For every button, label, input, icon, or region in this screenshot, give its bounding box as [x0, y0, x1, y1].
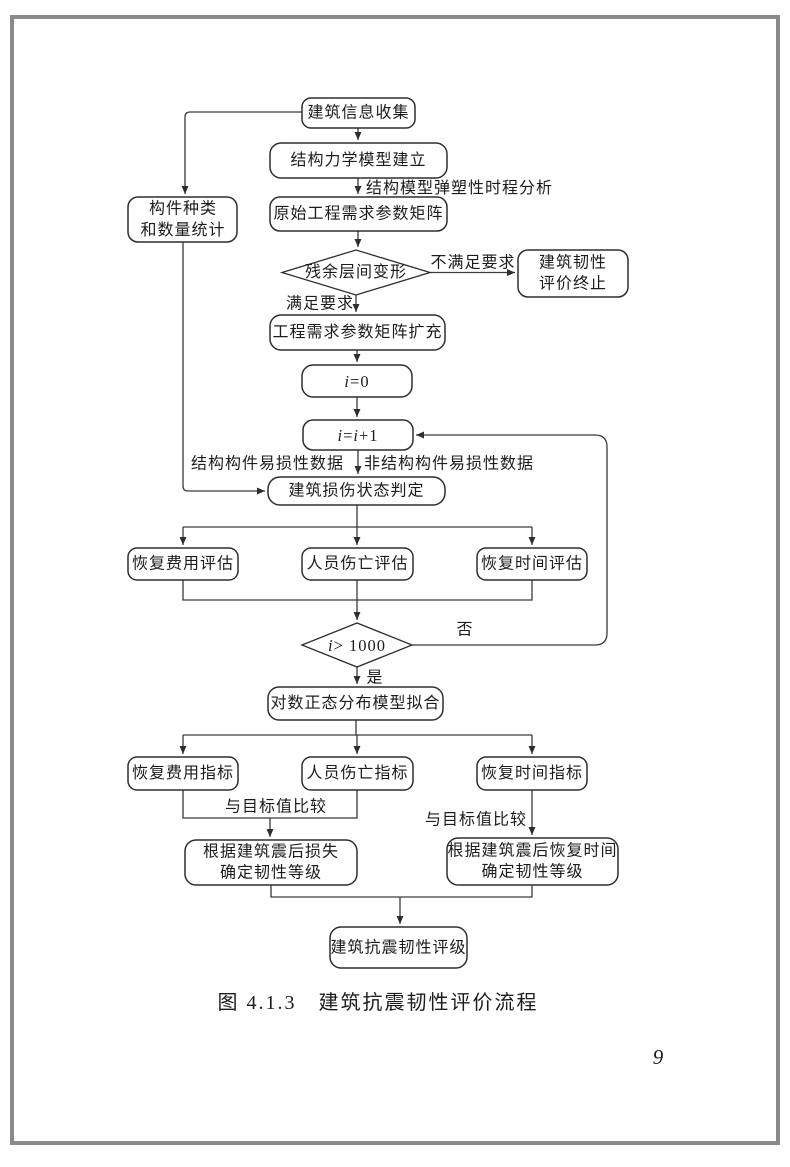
loop-check-var: i: [328, 636, 334, 655]
lognormal-fit-box: [267, 686, 444, 721]
collect-info-box: [301, 97, 416, 129]
repair-cost-index-box: [127, 756, 239, 791]
label-compare-target-right: 与目标值比较: [425, 811, 527, 829]
connector-damage-branch-rail: [183, 505, 532, 528]
time-grade-label-line1: 根据建筑震后恢复时间: [447, 842, 617, 860]
page-frame-border: [10, 15, 780, 1145]
edp-matrix-label: 原始工程需求参数矩阵: [273, 205, 443, 223]
node-loss-grade: 根据建筑震后损失 确定韧性等级: [184, 839, 358, 886]
edge-labels: 结构模型弹塑性时程分析 不满足要求 满足要求 结构构件易损性数据 非结构构件易损…: [191, 179, 553, 829]
label-elastoplastic-analysis: 结构模型弹塑性时程分析: [366, 179, 553, 197]
component-stats-label-line1: 构件种类: [149, 200, 217, 218]
casualty-index-label: 人员伤亡指标: [306, 764, 408, 782]
node-repair-time-eval: 恢复时间评估: [476, 547, 588, 581]
repair-time-index-box: [476, 756, 588, 791]
node-casualty-eval: 人员伤亡评估: [301, 547, 414, 581]
mech-model-label: 结构力学模型建立: [290, 151, 426, 169]
label-yes: 是: [366, 670, 383, 687]
i-incr-var1: i: [337, 426, 343, 445]
component-stats-label-line2: 和数量统计: [140, 221, 225, 239]
damage-state-label: 建筑损伤状态判定: [288, 482, 424, 500]
loss-grade-box: [184, 839, 358, 886]
loss-grade-label-line2: 确定韧性等级: [220, 864, 322, 882]
damage-state-box: [267, 476, 446, 506]
casualty-eval-label: 人员伤亡评估: [306, 555, 408, 573]
node-final-rating: 建筑抗震韧性评级: [329, 926, 468, 969]
node-casualty-index: 人员伤亡指标: [301, 756, 414, 791]
node-edp-matrix: 原始工程需求参数矩阵: [269, 196, 448, 232]
node-repair-cost-eval: 恢复费用评估: [127, 547, 239, 581]
loop-check-diamond: [300, 622, 414, 668]
i-init-label: i=0: [344, 372, 369, 391]
i-incr-plus: +1: [359, 426, 379, 445]
i-init-var: i: [344, 372, 350, 391]
component-stats-box: [127, 196, 238, 243]
node-component-stats: 构件种类 和数量统计: [127, 196, 238, 243]
node-edp-expand: 工程需求参数矩阵扩充: [269, 314, 446, 351]
final-rating-box: [329, 926, 468, 969]
edp-expand-label: 工程需求参数矩阵扩充: [272, 323, 442, 341]
label-not-satisfied: 不满足要求: [430, 254, 515, 272]
node-repair-time-index: 恢复时间指标: [476, 756, 588, 791]
repair-time-eval-label: 恢复时间评估: [481, 555, 583, 573]
node-lognormal-fit: 对数正态分布模型拟合: [267, 686, 444, 721]
casualty-eval-box: [301, 547, 414, 581]
loop-check-label: i> 1000: [328, 636, 386, 655]
time-grade-label-line2: 确定韧性等级: [481, 863, 583, 881]
i-increment-label: i=i+1: [337, 426, 378, 445]
i-incr-eq: =: [343, 426, 353, 445]
label-compare-target-left: 与目标值比较: [225, 798, 327, 816]
loop-check-threshold: > 1000: [334, 636, 386, 655]
page-number: 9: [653, 1045, 664, 1069]
repair-time-eval-box: [476, 547, 588, 581]
node-i-increment: i=i+1: [302, 419, 414, 451]
connector-loop-no-back-to-iincr: [412, 431, 608, 646]
repair-cost-eval-box: [127, 547, 239, 581]
node-mech-model: 结构力学模型建立: [269, 142, 448, 179]
node-residual-drift-decision: 残余层间变形: [279, 249, 433, 296]
node-repair-cost-index: 恢复费用指标: [127, 756, 239, 791]
figure-caption: 图 4.1.3 建筑抗震韧性评价流程: [218, 991, 539, 1014]
loss-grade-label-line1: 根据建筑震后损失: [203, 843, 339, 861]
edp-matrix-box: [269, 196, 448, 232]
final-rating-label: 建筑抗震韧性评级: [330, 939, 466, 957]
collect-info-label: 建筑信息收集: [307, 104, 409, 122]
node-damage-state: 建筑损伤状态判定: [267, 476, 446, 506]
node-collect-info: 建筑信息收集: [301, 97, 416, 129]
repair-cost-index-label: 恢复费用指标: [132, 764, 234, 782]
connectors: [179, 111, 608, 924]
time-grade-box: [446, 837, 619, 886]
lognormal-fit-label: 对数正态分布模型拟合: [270, 694, 440, 712]
node-i-init: i=0: [301, 364, 413, 398]
edp-expand-box: [269, 314, 446, 351]
i-increment-box: [302, 419, 414, 451]
label-satisfied: 满足要求: [286, 295, 354, 313]
label-nonstructural-fragility-data: 非结构构件易损性数据: [364, 455, 534, 473]
connector-grade-merge-rail: [270, 885, 533, 898]
casualty-index-box: [301, 756, 414, 791]
node-time-grade: 根据建筑震后恢复时间 确定韧性等级: [446, 837, 619, 886]
label-no: 否: [456, 622, 473, 639]
mech-model-box: [269, 142, 448, 179]
i-init-value: =0: [350, 372, 370, 391]
i-init-box: [301, 364, 413, 398]
flowchart-nodes: 建筑信息收集 结构力学模型建立 构件种类 和数量统计 原始工程需求参数矩阵 残余…: [127, 97, 629, 969]
terminate-label-line2: 评价终止: [539, 275, 607, 293]
label-structural-fragility-data: 结构构件易损性数据: [191, 455, 344, 473]
i-incr-var2: i: [353, 426, 359, 445]
repair-time-index-label: 恢复时间指标: [481, 764, 583, 782]
terminate-box: [517, 249, 629, 298]
node-terminate: 建筑韧性 评价终止: [517, 249, 629, 298]
terminate-label-line1: 建筑韧性: [539, 254, 607, 272]
connector-collect-to-compstats: [181, 111, 302, 194]
connector-fit-branch-rail: [183, 720, 532, 736]
residual-drift-diamond: [279, 249, 433, 296]
node-loop-check-decision: i> 1000: [300, 622, 414, 668]
residual-drift-label: 残余层间变形: [305, 262, 407, 281]
repair-cost-eval-label: 恢复费用评估: [132, 555, 234, 573]
connector-compstats-to-damage: [182, 242, 265, 495]
